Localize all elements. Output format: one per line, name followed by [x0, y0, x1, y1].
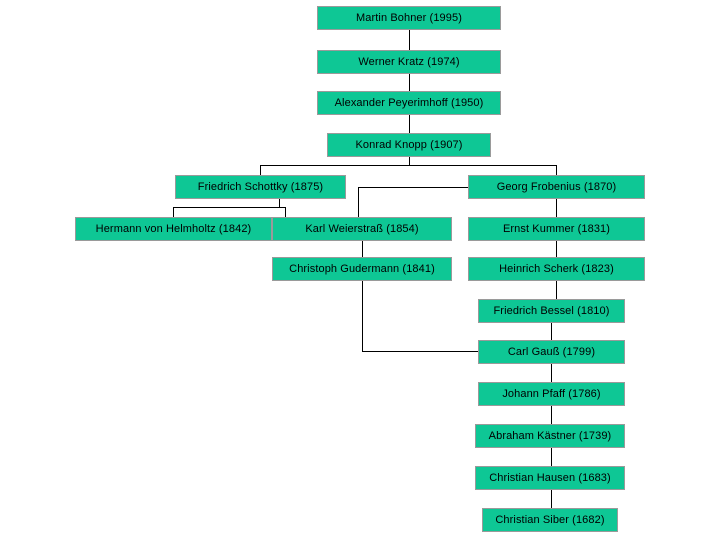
- edge-peyerimhoff-knopp: [409, 115, 410, 133]
- node-weierstrass[interactable]: Karl Weierstraß (1854): [272, 217, 452, 241]
- edge-knopp-split-bar: [260, 165, 557, 166]
- node-kummer[interactable]: Ernst Kummer (1831): [468, 217, 645, 241]
- node-bessel[interactable]: Friedrich Bessel (1810): [478, 299, 625, 323]
- edge-schottky-split-bar: [173, 207, 285, 208]
- node-gauss[interactable]: Carl Gauß (1799): [478, 340, 625, 364]
- edge-gauss-pfaff: [551, 364, 552, 382]
- node-kaestner[interactable]: Abraham Kästner (1739): [475, 424, 625, 448]
- node-kratz[interactable]: Werner Kratz (1974): [317, 50, 501, 74]
- edge-knopp-split-stem: [409, 157, 410, 166]
- edge-hausen-siber: [551, 490, 552, 508]
- edge-schottky-split-stem: [279, 199, 280, 208]
- edge-kaestner-hausen: [551, 448, 552, 466]
- node-hausen[interactable]: Christian Hausen (1683): [475, 466, 625, 490]
- edge-gudermann-gauss: [362, 351, 478, 352]
- node-bohner[interactable]: Martin Bohner (1995): [317, 6, 501, 30]
- edge-kummer-scherk: [556, 241, 557, 257]
- edge-split-frobenius: [556, 165, 557, 175]
- node-schottky[interactable]: Friedrich Schottky (1875): [175, 175, 346, 199]
- edge-bessel-gauss: [551, 323, 552, 340]
- edge-split-schottky: [260, 165, 261, 175]
- edge-scherk-bessel: [556, 281, 557, 299]
- edge-gudermann-gauss: [362, 281, 363, 351]
- edge-frobenius-weierstrass: [358, 187, 468, 188]
- edge-bohner-kratz: [409, 30, 410, 50]
- node-frobenius[interactable]: Georg Frobenius (1870): [468, 175, 645, 199]
- edge-split2-helmholtz: [173, 207, 174, 217]
- edge-weierstrass-gudermann: [362, 241, 363, 257]
- node-pfaff[interactable]: Johann Pfaff (1786): [478, 382, 625, 406]
- node-siber[interactable]: Christian Siber (1682): [482, 508, 618, 532]
- node-knopp[interactable]: Konrad Knopp (1907): [327, 133, 491, 157]
- edge-frobenius-kummer: [556, 199, 557, 217]
- edge-split2-weierstrass: [285, 207, 286, 217]
- node-gudermann[interactable]: Christoph Gudermann (1841): [272, 257, 452, 281]
- node-helmholtz[interactable]: Hermann von Helmholtz (1842): [75, 217, 272, 241]
- edge-pfaff-kaestner: [551, 406, 552, 424]
- node-peyerimhoff[interactable]: Alexander Peyerimhoff (1950): [317, 91, 501, 115]
- node-scherk[interactable]: Heinrich Scherk (1823): [468, 257, 645, 281]
- edge-frobenius-weierstrass: [358, 187, 359, 217]
- edge-kratz-peyerimhoff: [409, 74, 410, 91]
